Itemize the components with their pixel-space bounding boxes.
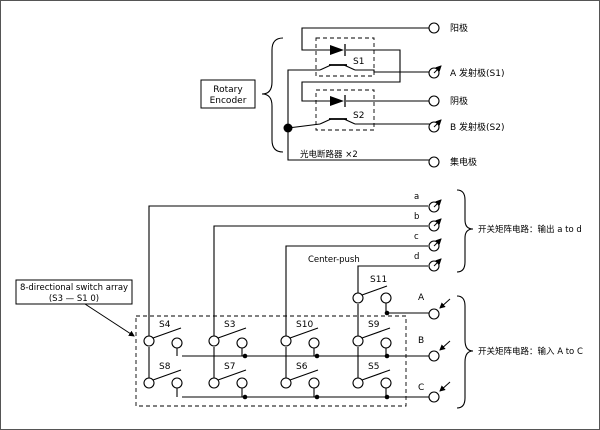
switch-lever [152,327,182,339]
output-brace [456,189,474,273]
switch-lever [289,327,319,339]
output-a-label: a [414,192,419,202]
switch-terminal-right [380,377,392,389]
encoder-label-line1: Rotary [213,85,243,95]
terminal-input-c [428,391,440,403]
rotary-encoder-section: Rotary Encoder S1 [200,22,505,168]
switch-terminal-right [171,337,183,349]
pin-cathode-label: 阴极 [450,95,468,107]
terminal-input-a [428,308,440,320]
switch-s6: S6 [280,362,320,397]
switch-label: S7 [224,362,235,372]
output-b-label: b [414,212,419,222]
encoder-label-box [200,79,256,109]
input-brace [456,295,474,409]
switch-terminal-left [143,377,155,389]
output-desc: 开关矩阵电路：输出 a to d [478,224,582,235]
input-desc: 开关矩阵电路：输入 A to C [478,346,583,357]
encoder-brace [261,37,284,153]
switch-lever [289,369,319,381]
phototransistor-s1 [319,64,432,73]
output-d-label: d [414,252,419,262]
switch-terminal-right [171,377,183,389]
switch-matrix-section: a b c d 开关矩阵电路：输出 a to d Center-push S11… [15,189,583,409]
switch-label: S9 [368,320,380,330]
switch-terminal-left [280,335,292,347]
switch-lever [361,327,391,339]
array-label-line1: 8-directional switch array [20,283,128,293]
switch-s7: S7 [208,362,248,397]
encoder-label-line2: Encoder [210,96,247,106]
switch-terminal-left [143,335,155,347]
terminal-anode [428,22,440,34]
switch-label: S8 [159,362,171,372]
pin-anode-label: 阳极 [450,22,468,34]
switch-terminal-left [352,335,364,347]
switch-lever [152,369,182,381]
switch-s8: S8 [143,362,183,397]
terminal-cathode [428,95,440,107]
pin-emitter-a-label: A 发射极(S1) [450,67,504,79]
s11-label: S11 [370,275,387,285]
diode-s2 [330,95,346,107]
diode-s1 [330,44,346,56]
switch-terminal-right [380,337,392,349]
switch-s11-right [380,292,392,304]
switch-array-dashed-box [135,315,407,407]
output-c-label: c [414,232,419,242]
array-label-line2: (S3 — S1 0) [49,294,99,304]
switch-terminal-left [208,335,220,347]
pin-emitter-b-label: B 发射极(S2) [450,121,505,133]
switch-label: S3 [224,320,235,330]
switch-s11-left [352,292,364,304]
s1-label: S1 [353,57,364,67]
switch-terminal-right [236,377,248,389]
switch-s9: S9 [352,320,392,356]
switch-terminal-left [208,377,220,389]
switch-terminal-left [280,377,292,389]
switch-lever [217,369,247,381]
photo-interrupter-note: 光电断路器 ×2 [300,149,358,160]
array-label-box [15,279,133,305]
collector-junction [283,123,293,133]
switch-label: S5 [368,362,379,372]
switch-label: S6 [296,362,308,372]
input-c-label: C [418,383,424,393]
switch-s5: S5 [352,362,392,397]
switch-lever [217,327,247,339]
switch-terminal-left [352,377,364,389]
switch-label: S4 [159,320,171,330]
phototransistor-s2 [319,118,432,125]
switch-lever [361,369,391,381]
switch-label: S10 [296,320,313,330]
input-b-label: B [418,336,424,346]
s2-label: S2 [353,111,364,121]
switch-s10: S10 [280,320,320,356]
switch-s4: S4 [143,320,183,356]
terminal-collector [428,156,440,168]
center-push-label: Center-push [308,255,360,265]
switch-terminal-right [308,337,320,349]
terminal-input-b [428,350,440,362]
s1-dashed-box [315,37,375,77]
switch-s3: S3 [208,320,248,356]
input-a-label: A [418,293,425,303]
pin-collector-label: 集电极 [450,156,477,168]
switch-terminal-right [236,337,248,349]
s2-dashed-box [315,89,375,131]
switch-terminal-right [308,377,320,389]
